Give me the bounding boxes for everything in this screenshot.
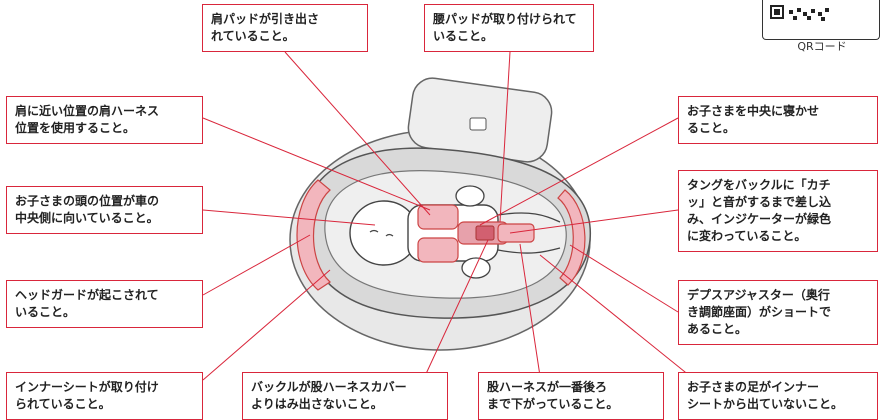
qr-caption: QRコード: [797, 40, 847, 53]
callout-shoulder-pad-pulled: 肩パッドが引き出さ れていること。: [202, 4, 368, 52]
callout-buckle-cover: バックルが股ハーネスカバー よりはみ出さないこと。: [242, 372, 448, 420]
depth-adjuster-arc: [557, 189, 586, 286]
callout-child-center: お子さまを中央に寝かせ ること。: [678, 96, 878, 144]
leader-buckle-cover: [424, 239, 489, 377]
callout-depth-adjuster: デプスアジャスター（奥行 き調節座面）がショートで あること。: [678, 280, 878, 345]
callout-headguard-raised: ヘッドガードが起こされて いること。: [6, 280, 203, 328]
leader-shoulder-harness: [202, 117, 431, 211]
callout-shoulder-harness-position: 肩に近い位置の肩ハーネス 位置を使用すること。: [6, 96, 203, 144]
callout-tongue-buckle: タングをバックルに「カチ ッ」と音がするまで差し込 み、インジケーターが緑色 に…: [678, 170, 878, 252]
headguard: [296, 179, 331, 291]
leader-crotch-harness: [519, 243, 541, 377]
leader-depth-adjuster: [569, 244, 679, 313]
leader-feet: [539, 254, 691, 377]
leader-head: [202, 209, 376, 226]
leader-inner-seat: [202, 269, 331, 381]
leader-shoulder-pad: [284, 51, 431, 216]
callout-crotch-harness: 股ハーネスが一番後ろ まで下がっていること。: [478, 372, 664, 420]
callout-inner-seat-attached: インナーシートが取り付け られていること。: [6, 372, 203, 420]
leader-waist-pad: [499, 51, 511, 223]
callout-head-toward-center: お子さまの頭の位置が車の 中央側に向いていること。: [6, 186, 203, 234]
callout-waist-pad-attached: 腰パッドが取り付けられて いること。: [424, 4, 594, 52]
callout-feet-inside: お子さまの足がインナー シートから出ていないこと。: [678, 372, 878, 420]
leader-child-center: [479, 117, 679, 226]
harness: [417, 204, 535, 263]
leader-headguard: [202, 234, 311, 296]
leader-tongue-buckle: [509, 209, 679, 234]
qr-code[interactable]: [762, 0, 880, 40]
